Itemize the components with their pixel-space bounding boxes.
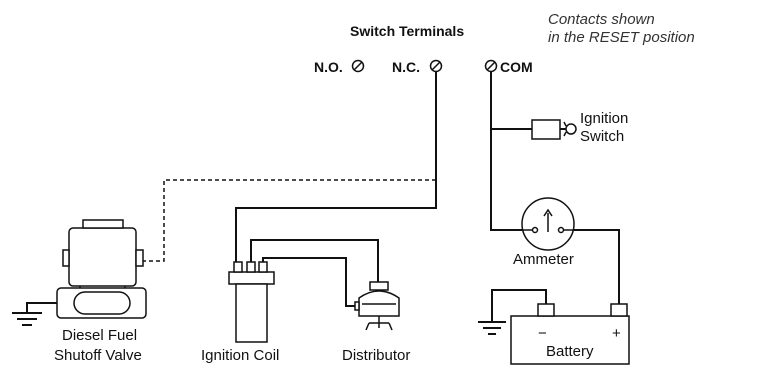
com-wire — [490, 72, 532, 130]
battery-positive-sign: + — [612, 325, 621, 342]
com-ammeter-wire — [490, 129, 522, 231]
ammeter-label: Ammeter — [513, 251, 574, 268]
coil-distributor-wire-1 — [250, 239, 379, 286]
valve-label-1: Diesel Fuel — [62, 327, 137, 344]
terminal-nc-label: N.C. — [392, 59, 420, 75]
coil-feed-wire — [235, 180, 437, 272]
contacts-note-line2: in the RESET position — [548, 29, 695, 46]
battery-icon — [510, 303, 630, 365]
terminal-com-label: COM — [500, 59, 533, 75]
distributor-label: Distributor — [342, 347, 410, 364]
switch-terminals-title: Switch Terminals — [350, 23, 464, 39]
battery-label: Battery — [546, 343, 594, 360]
battery-negative-sign: − — [538, 325, 547, 342]
terminal-com-screw-icon — [484, 59, 498, 73]
valve-dashed-wire — [143, 179, 436, 262]
valve-ground-wire — [26, 302, 57, 313]
ignition-switch-label-2: Switch — [580, 128, 624, 145]
terminal-no-label: N.O. — [314, 59, 343, 75]
ignition-switch-label-1: Ignition — [580, 110, 628, 127]
distributor-icon — [354, 281, 400, 331]
ammeter-icon — [521, 197, 575, 251]
ammeter-battery-wire — [574, 229, 620, 304]
valve-ground-icon — [12, 312, 42, 326]
ignition-switch-icon — [531, 119, 577, 140]
ignition-coil-icon — [228, 261, 275, 343]
valve-label-2: Shutoff Valve — [54, 347, 142, 364]
ignition-coil-label: Ignition Coil — [201, 347, 279, 364]
contacts-note-line1: Contacts shown — [548, 11, 655, 28]
terminal-nc-screw-icon — [429, 59, 443, 73]
coil-distributor-wire-2 — [262, 257, 355, 307]
diesel-valve-icon — [56, 219, 147, 319]
battery-ground-wire — [491, 289, 547, 322]
battery-ground-icon — [478, 321, 506, 335]
terminal-no-screw-icon — [351, 59, 365, 73]
